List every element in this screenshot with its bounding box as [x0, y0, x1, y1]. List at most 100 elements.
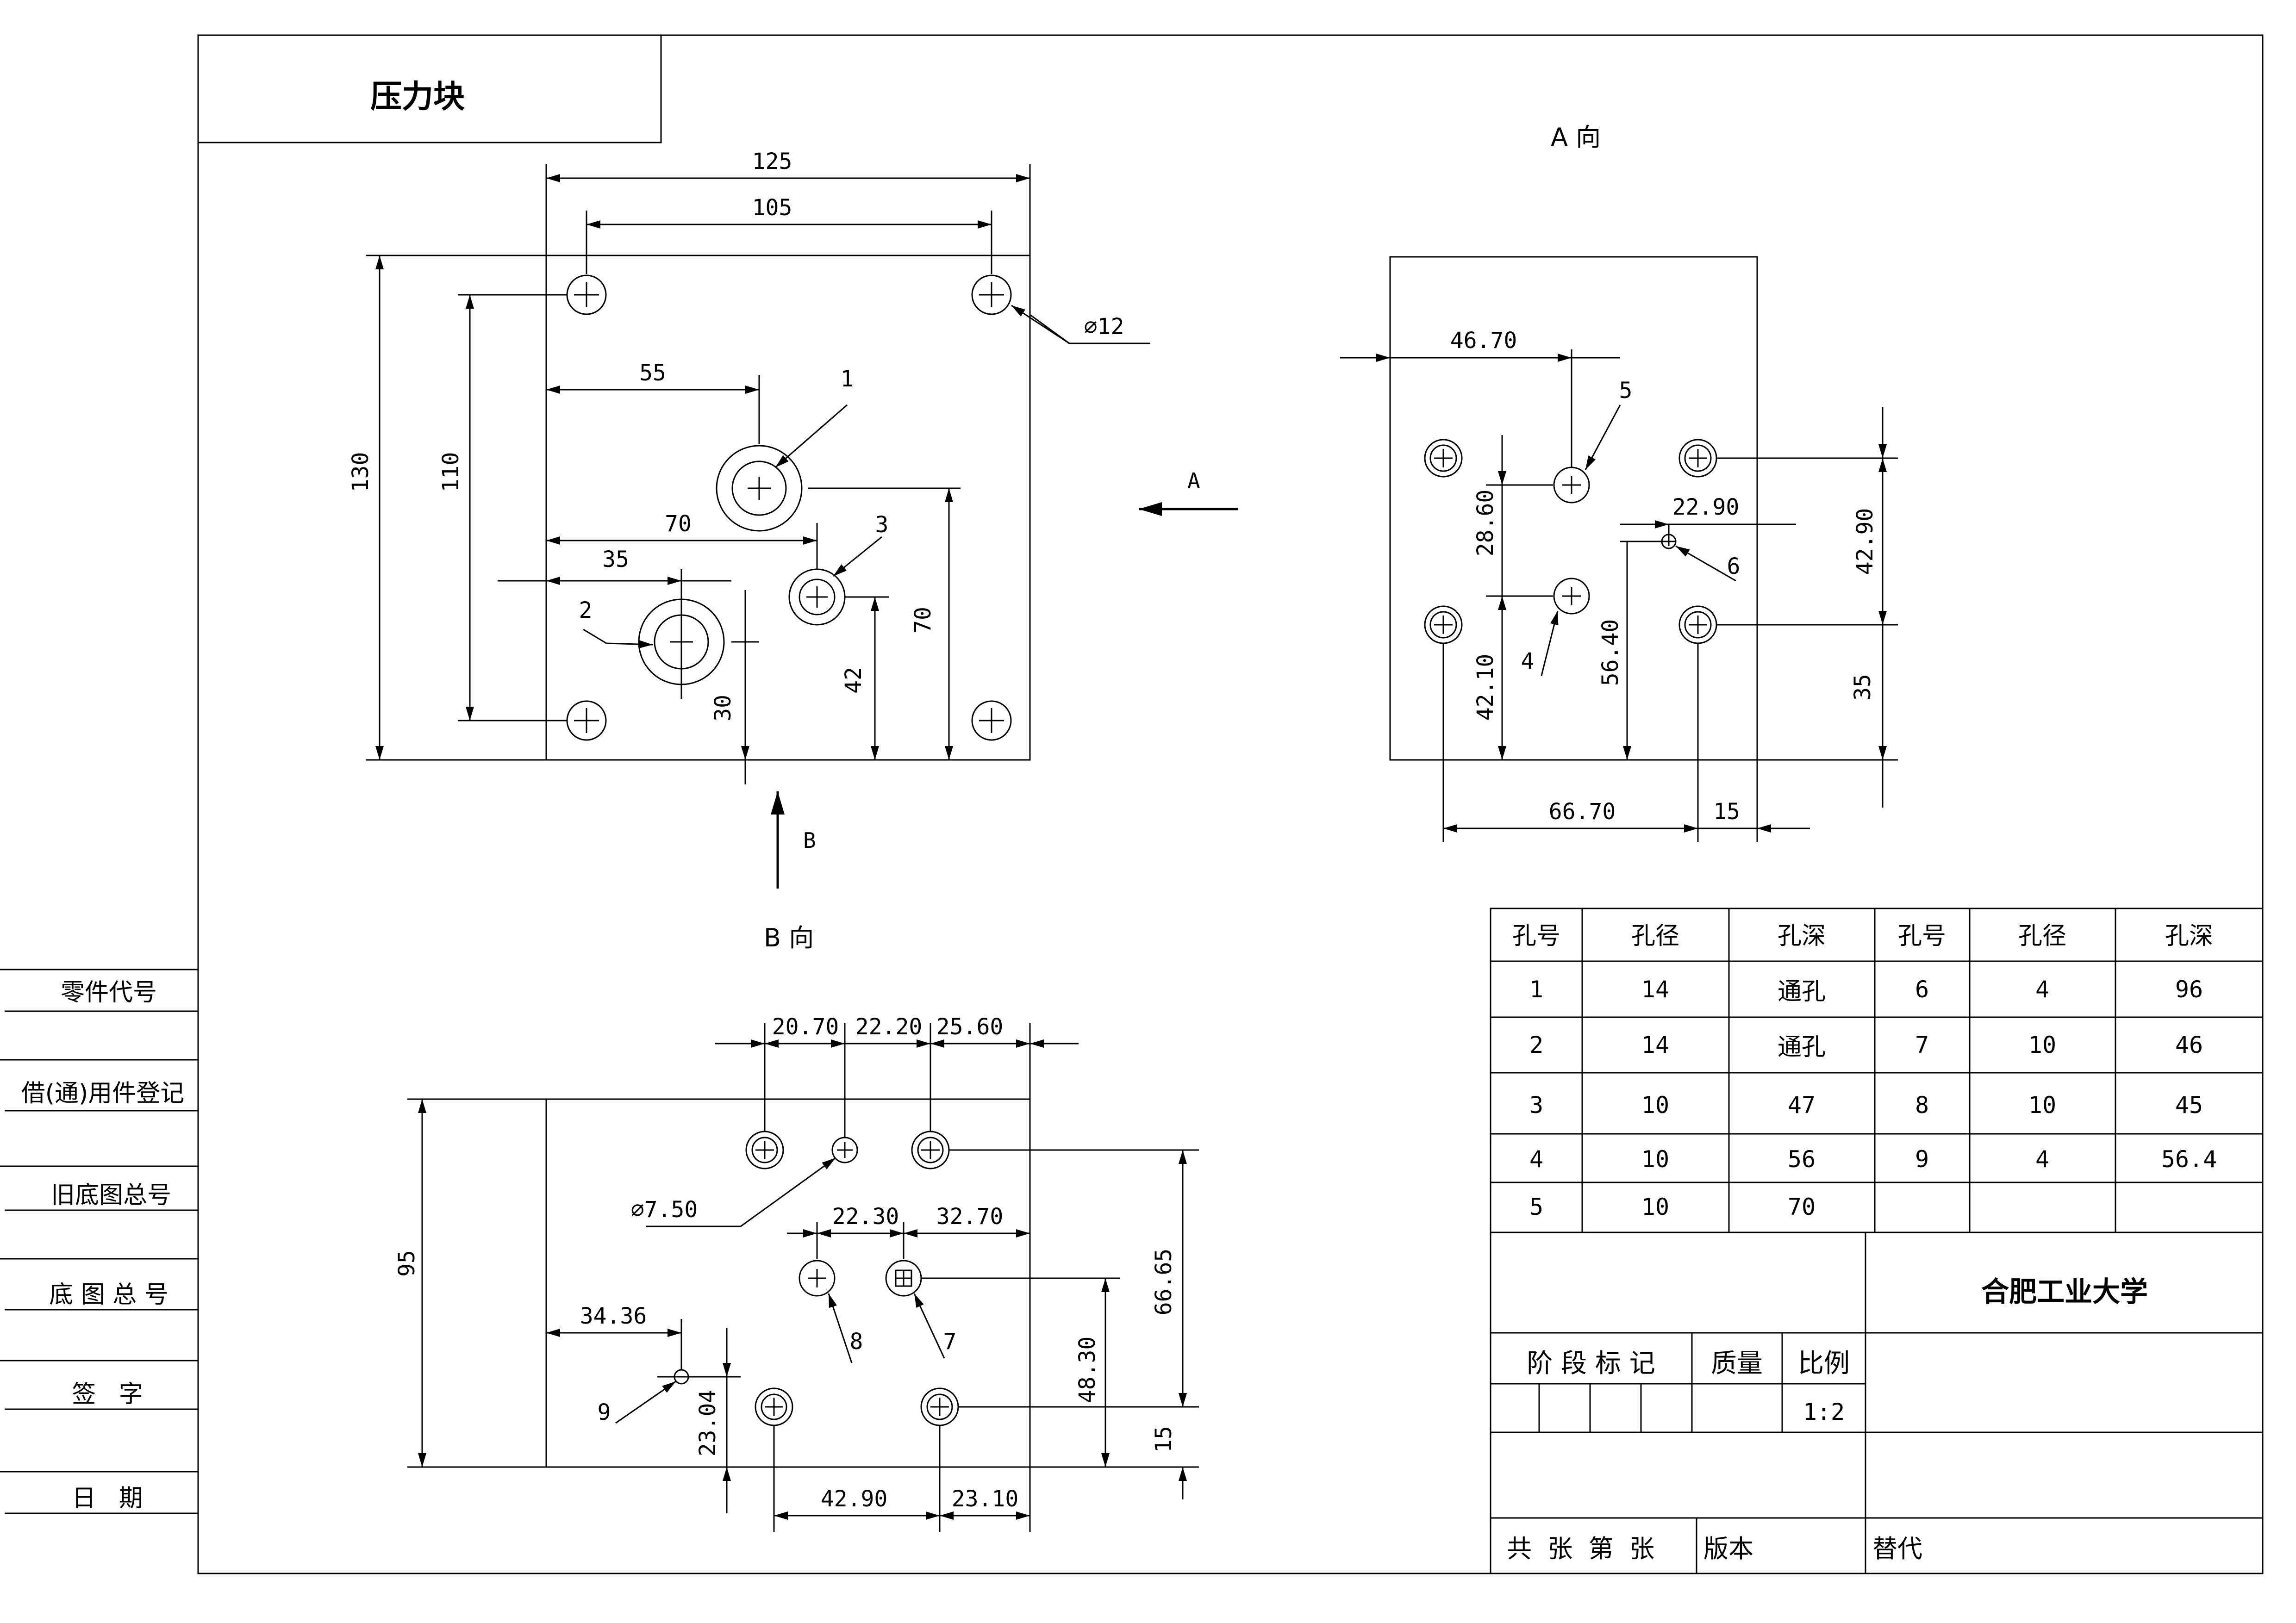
dim-42-10: 42.10: [1472, 654, 1498, 721]
hole-b-5: [920, 1387, 959, 1426]
version-label: 版本: [1703, 1534, 1753, 1563]
table-cell: 10: [2028, 1092, 2056, 1119]
table-header: 孔深: [1778, 922, 1826, 950]
front-view: [366, 164, 1238, 889]
label-2: 2: [579, 597, 593, 623]
label-7: 7: [943, 1329, 957, 1355]
a-view-label: A 向: [1551, 123, 1601, 152]
dim-42: 42: [841, 667, 867, 694]
dim-23-10: 23.10: [952, 1486, 1019, 1512]
hole-b-1: [745, 1131, 784, 1169]
hole-corner-br: [971, 700, 1012, 741]
table-header: 孔号: [1898, 922, 1946, 950]
dim-66-70: 66.70: [1549, 799, 1616, 825]
table-cell: 47: [1788, 1092, 1816, 1119]
table-cell: 1: [1529, 976, 1543, 1003]
dim-110: 110: [438, 452, 464, 492]
sidebar-part-code: 零件代号: [61, 979, 157, 1007]
dim-15-b: 15: [1151, 1426, 1177, 1453]
table-cell: 4: [2035, 1146, 2049, 1173]
dim-phi12: ∅12: [1084, 314, 1124, 340]
label-3: 3: [875, 512, 889, 538]
table-cell: 14: [1641, 1032, 1669, 1058]
table-cell: 56: [1788, 1146, 1816, 1173]
b-view-label: B 向: [764, 923, 814, 952]
label-8: 8: [850, 1329, 863, 1355]
table-cell: 9: [1915, 1146, 1929, 1173]
dim-66-65: 66.65: [1151, 1249, 1177, 1316]
dim-70v: 70: [910, 607, 936, 634]
dim-46-70: 46.70: [1450, 328, 1517, 354]
hole-7: [885, 1260, 922, 1297]
dim-130: 130: [348, 452, 374, 492]
scale-value: 1:2: [1803, 1399, 1845, 1425]
table-cell: 10: [1641, 1194, 1669, 1220]
a-view: [1340, 256, 1898, 842]
label-9: 9: [598, 1399, 611, 1425]
table-cell: 10: [1641, 1092, 1669, 1119]
university-name: 合肥工业大学: [1981, 1276, 2148, 1308]
table-cell: 3: [1529, 1092, 1543, 1119]
table-cell: 6: [1915, 976, 1929, 1003]
hole-4: [1553, 578, 1590, 615]
sidebar-old-base-number: 旧底图总号: [51, 1181, 171, 1209]
hole-table: 孔号 孔径 孔深 孔号 孔径 孔深 1 14 通孔 6 4 96 2 14 通孔…: [1512, 922, 2217, 1220]
dim-phi7-50: ∅7.50: [631, 1197, 698, 1223]
title-box: [197, 34, 662, 143]
dim-32-70: 32.70: [936, 1204, 1004, 1230]
table-header: 孔径: [2018, 922, 2066, 950]
table-header: 孔径: [1631, 922, 1679, 950]
title-block-grid: [1490, 1231, 2264, 1574]
table-cell: 7: [1915, 1032, 1929, 1058]
hole-a-3: [1424, 605, 1463, 644]
b-view: [407, 1023, 1199, 1532]
sidebar-date: 日 期: [72, 1485, 143, 1512]
table-cell: 4: [1529, 1146, 1543, 1173]
dim-95: 95: [394, 1250, 420, 1277]
dim-22-30: 22.30: [832, 1204, 899, 1230]
table-cell: 70: [1788, 1194, 1816, 1220]
scale-label: 比例: [1798, 1349, 1850, 1379]
dim-20-70: 20.70: [772, 1014, 839, 1040]
dim-55: 55: [639, 360, 666, 386]
dim-28-60: 28.60: [1472, 490, 1498, 557]
hole-3: [788, 568, 846, 626]
table-cell: 4: [2035, 976, 2049, 1003]
hole-b-3: [911, 1131, 950, 1169]
table-cell: 45: [2175, 1092, 2203, 1119]
dim-42-90-b: 42.90: [821, 1486, 888, 1512]
sidebar-frame: [0, 969, 198, 1514]
hole-a-1: [1424, 439, 1463, 478]
hole-a-4: [1678, 605, 1717, 644]
table-cell: 10: [1641, 1146, 1669, 1173]
sidebar-base-number: 底 图 总 号: [49, 1281, 168, 1309]
table-cell: 通孔: [1778, 1033, 1826, 1061]
dim-35: 35: [602, 547, 629, 572]
mass-label: 质量: [1711, 1349, 1763, 1379]
dim-30: 30: [710, 695, 736, 721]
table-cell: 96: [2175, 976, 2203, 1003]
drawing-frame: [197, 34, 2264, 1574]
arrow-a-label: A: [1187, 468, 1200, 493]
hole-corner-tl: [566, 274, 607, 315]
table-cell: 14: [1641, 976, 1669, 1003]
hole-a-2: [1678, 439, 1717, 478]
arrow-b-label: B: [803, 828, 816, 853]
dim-48-30: 48.30: [1074, 1337, 1100, 1404]
table-header: 孔号: [1512, 922, 1560, 950]
dim-56-40: 56.40: [1597, 619, 1623, 686]
table-header: 孔深: [2165, 922, 2213, 950]
hole-corner-tr: [971, 274, 1012, 315]
dim-125: 125: [752, 149, 792, 174]
hole-b-4: [755, 1387, 793, 1426]
dim-25-60: 25.60: [936, 1014, 1004, 1040]
dim-105: 105: [752, 195, 792, 221]
hole-corner-bl: [566, 700, 607, 741]
dim-22-20: 22.20: [855, 1014, 923, 1040]
hole-b-2: [831, 1137, 858, 1163]
hole-5: [1553, 466, 1590, 504]
table-cell: 8: [1915, 1092, 1929, 1119]
dim-34-36: 34.36: [580, 1303, 647, 1329]
table-cell: 10: [2028, 1032, 2056, 1058]
